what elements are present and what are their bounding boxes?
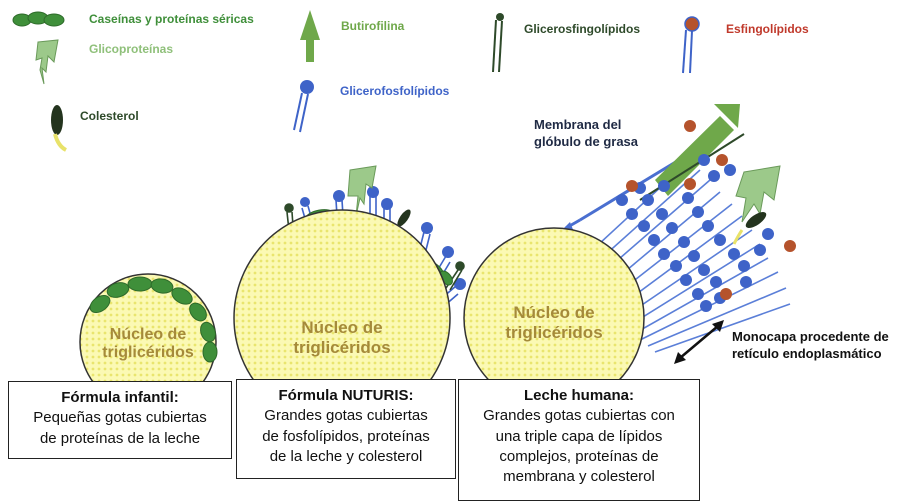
membrana-annotation: Membrana del glóbulo de grasa bbox=[534, 117, 638, 151]
legend-butirofilina-label: Butirofilina bbox=[341, 19, 405, 33]
sphingolipid-heads bbox=[626, 120, 796, 300]
legend-glicoproteinas-label: Glicoproteínas bbox=[89, 42, 174, 56]
legend-glicerofosfolipidos-label: Glicerofosfolípidos bbox=[340, 84, 450, 98]
lipid-heads bbox=[616, 154, 774, 312]
glycoprotein-icon bbox=[35, 39, 59, 85]
legend-esfingolipidos-label: Esfingolípidos bbox=[726, 22, 809, 36]
medium-core-label: Núcleo de triglicéridos bbox=[262, 318, 422, 357]
caption-nuturis: Fórmula NUTURIS: Grandes gotas cubiertas… bbox=[236, 379, 456, 479]
caption-formula-infantil-line1: Pequeñas gotas cubiertas bbox=[33, 409, 207, 427]
membrane-proteins bbox=[639, 104, 781, 245]
membrana-line2: glóbulo de grasa bbox=[534, 133, 639, 149]
small-protein-coat bbox=[89, 276, 218, 363]
small-core-line1: Núcleo de bbox=[109, 326, 187, 343]
caption-nuturis-title: Fórmula NUTURIS: bbox=[278, 387, 414, 404]
small-core-label: Núcleo de triglicéridos bbox=[78, 326, 218, 363]
caption-leche-humana-line2: una triple capa de lípidos bbox=[495, 427, 663, 445]
membrana-line1: Membrana del bbox=[534, 117, 622, 132]
glycerophospholipid-icon bbox=[293, 80, 314, 133]
caption-leche-humana-line3: complejos, proteínas de bbox=[499, 447, 659, 465]
caption-nuturis-line3: de la leche y colesterol bbox=[269, 447, 423, 465]
monocapa-line1: Monocapa procedente de bbox=[732, 329, 889, 344]
caption-formula-infantil-line2: de proteínas de la leche bbox=[39, 429, 201, 447]
monocapa-annotation: Monocapa procedente de retículo endoplas… bbox=[732, 329, 889, 363]
butyrophilin-icon bbox=[300, 10, 320, 62]
caption-leche-humana-line1: Grandes gotas cubiertas con bbox=[483, 407, 675, 425]
caption-leche-humana-line4: membrana y colesterol bbox=[503, 468, 655, 485]
glycerosphingolipid-icon bbox=[492, 13, 504, 73]
medium-core-line2: triglicéridos bbox=[293, 337, 391, 357]
legend-caseinas-label: Caseínas y proteínas séricas bbox=[89, 12, 254, 26]
large-core-label: Núcleo de triglicéridos bbox=[474, 303, 634, 342]
monocapa-line2: retículo endoplasmático bbox=[732, 345, 882, 361]
monocapa-arrow bbox=[674, 320, 724, 364]
sphingolipid-icon bbox=[682, 16, 700, 74]
caption-nuturis-line2: de fosfolípidos, proteínas bbox=[262, 427, 430, 445]
legend-glicerosfingolipidos-label: Glicerosfingolípidos bbox=[524, 22, 641, 36]
large-core-line2: triglicéridos bbox=[505, 322, 603, 342]
casein-icon bbox=[12, 11, 65, 27]
legend-colesterol-label: Colesterol bbox=[80, 109, 139, 123]
small-core-line2: triglicéridos bbox=[102, 344, 194, 362]
caption-formula-infantil: Fórmula infantil: Pequeñas gotas cubiert… bbox=[8, 381, 232, 459]
medium-core-line1: Núcleo de bbox=[301, 318, 383, 337]
large-core-line1: Núcleo de bbox=[513, 303, 595, 322]
cholesterol-icon bbox=[51, 105, 67, 152]
caption-leche-humana-title: Leche humana: bbox=[523, 387, 635, 404]
caption-formula-infantil-title: Fórmula infantil: bbox=[61, 389, 179, 406]
caption-leche-humana: Leche humana: Grandes gotas cubiertas co… bbox=[458, 379, 700, 501]
caption-nuturis-line1: Grandes gotas cubiertas bbox=[264, 407, 428, 425]
